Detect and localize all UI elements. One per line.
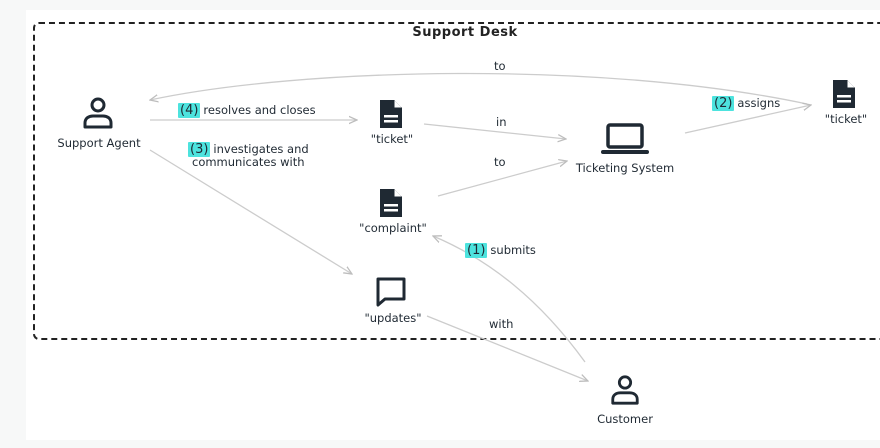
- node-customer: Customer: [597, 412, 653, 426]
- node-updates: "updates": [364, 311, 422, 325]
- edge-label-investigates-line2: communicates with: [192, 155, 305, 169]
- edge-label-to-mid: to: [494, 155, 506, 169]
- document-icon: [831, 78, 857, 114]
- edge-label-assigns-text: assigns: [737, 96, 781, 110]
- edge-label-assigns: (2)assigns: [712, 96, 781, 111]
- edge-label-in: in: [496, 115, 507, 129]
- edge-label-resolves-text: resolves and closes: [203, 103, 316, 117]
- edge-label-investigates: (3)investigates and communicates with: [188, 142, 309, 169]
- chat-bubble-icon: [374, 276, 408, 312]
- node-support-agent: Support Agent: [57, 136, 141, 150]
- laptop-icon: [601, 122, 649, 160]
- edge-label-investigates-line1: investigates and: [213, 142, 309, 156]
- node-ticketing-system: Ticketing System: [575, 161, 675, 175]
- step-badge-4: (4): [178, 103, 201, 118]
- person-icon: [609, 373, 641, 411]
- edge-ticket-in-system: [423, 123, 566, 139]
- edge-label-to-top: to: [494, 59, 506, 73]
- edge-label-submits: (1)submits: [465, 243, 536, 258]
- edge-customer-submits-complaint: [433, 236, 586, 363]
- diagram-canvas: [26, 10, 880, 440]
- support-desk-boundary: [33, 22, 880, 340]
- document-icon: [378, 98, 404, 134]
- edge-label-resolves: (4)resolves and closes: [178, 103, 316, 118]
- node-complaint: "complaint": [359, 221, 427, 235]
- edge-ticket-to-agent: [150, 72, 808, 105]
- step-badge-3: (3): [188, 142, 211, 157]
- edge-label-with: with: [489, 317, 514, 331]
- edge-updates-with-customer: [426, 315, 588, 381]
- edge-label-submits-text: submits: [490, 243, 536, 257]
- edge-complaint-to-system: [437, 161, 567, 197]
- step-badge-1: (1): [465, 243, 488, 258]
- edge-system-assigns-ticket: [684, 105, 811, 134]
- person-icon: [81, 96, 115, 134]
- step-badge-2: (2): [712, 96, 735, 111]
- node-ticket-1: "ticket": [370, 132, 414, 146]
- document-icon: [378, 187, 404, 223]
- node-ticket-2: "ticket": [824, 112, 868, 126]
- group-title: Support Desk: [412, 25, 518, 40]
- edge-agent-investigates-updates: [149, 149, 352, 274]
